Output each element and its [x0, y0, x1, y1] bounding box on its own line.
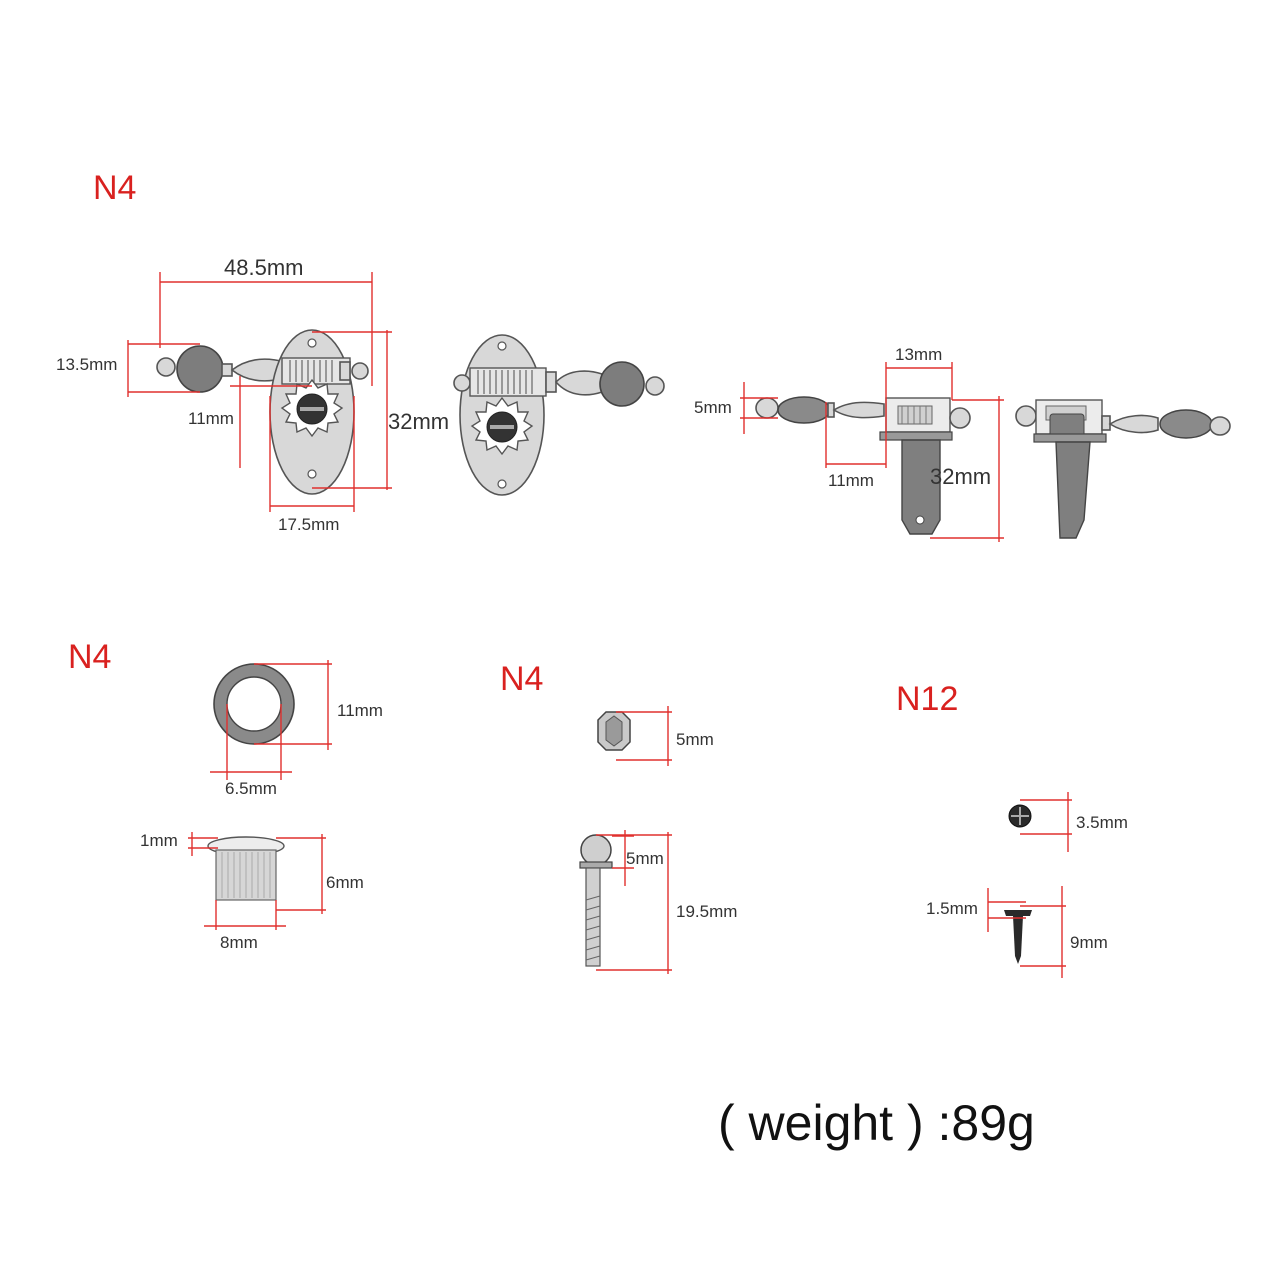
qty-hex-bolt: N4	[500, 660, 543, 698]
dim-gear-offset: 11mm	[188, 409, 234, 428]
tuner-side-drawing	[755, 396, 971, 535]
qty-washer-bushing: N4	[68, 638, 111, 676]
tuner-side-2-drawing	[1015, 399, 1231, 539]
tuner-back-drawing	[453, 334, 665, 496]
weight-label: ( weight ) :89g	[718, 1095, 1035, 1151]
dim-knob-height: 13.5mm	[56, 355, 117, 374]
dim-screw-head: 3.5mm	[1076, 813, 1128, 832]
dim-side-knob: 5mm	[694, 398, 732, 417]
dim-bushing-width: 8mm	[220, 933, 258, 952]
dim-plate-width: 17.5mm	[278, 515, 339, 534]
dim-tuner-width: 48.5mm	[224, 255, 303, 280]
dim-bushing-lip: 1mm	[140, 831, 178, 850]
qty-screw: N12	[896, 680, 958, 718]
bolt-drawing	[579, 834, 613, 967]
screw-head-drawing	[1008, 804, 1032, 828]
dim-bolt-head: 5mm	[626, 849, 664, 868]
dim-screw-length: 9mm	[1070, 933, 1108, 952]
dim-bushing-height: 6mm	[326, 873, 364, 892]
dim-side-post: 32mm	[930, 464, 991, 489]
washer-drawing	[213, 663, 295, 745]
dim-side-offset: 11mm	[828, 471, 874, 490]
hex-nut-drawing	[597, 711, 631, 751]
dim-washer-inner: 6.5mm	[225, 779, 277, 798]
dim-nut: 5mm	[676, 730, 714, 749]
dim-side-housing: 13mm	[895, 345, 942, 364]
dim-bolt-length: 19.5mm	[676, 902, 737, 921]
dim-washer-outer: 11mm	[337, 701, 383, 720]
screw-side-drawing	[1004, 910, 1032, 964]
qty-tuner: N4	[93, 169, 136, 207]
dim-plate-height: 32mm	[388, 409, 449, 434]
dim-screw-head-thick: 1.5mm	[926, 899, 978, 918]
bushing-drawing	[207, 836, 285, 901]
